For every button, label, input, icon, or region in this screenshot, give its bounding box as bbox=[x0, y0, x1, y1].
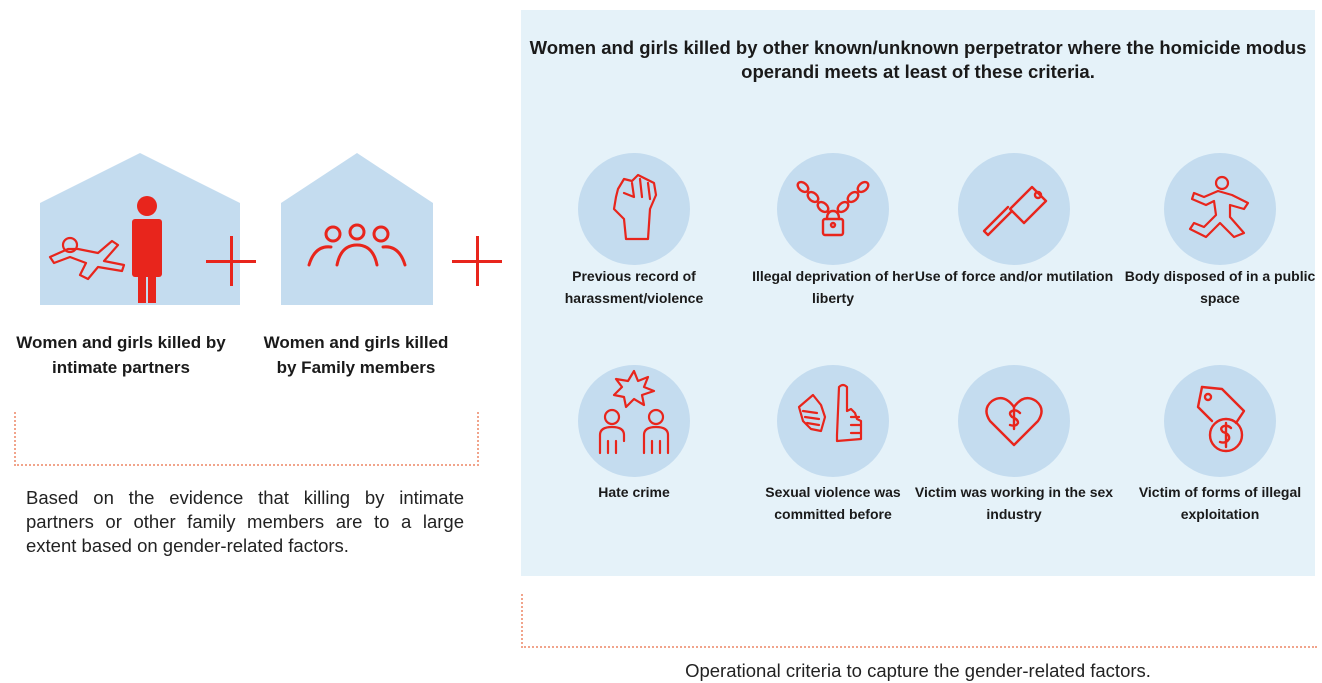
bracket-right bbox=[521, 594, 1317, 648]
person-icon bbox=[132, 196, 162, 303]
criterion-sexual-violence: Sexual violence was committed before bbox=[733, 365, 933, 525]
bracket-left bbox=[14, 412, 479, 466]
body-outline-icon bbox=[1188, 175, 1250, 239]
footer-caption: Operational criteria to capture the gend… bbox=[685, 660, 1151, 681]
evidence-note: Based on the evidence that killing by in… bbox=[26, 487, 464, 556]
house-label-intimate-partners: Women and girls killed by intimate partn… bbox=[16, 333, 226, 377]
family-group-icon bbox=[307, 223, 407, 267]
heart-dollar-icon bbox=[985, 396, 1043, 447]
criterion-label: Illegal deprivation of her liberty bbox=[752, 268, 914, 306]
criterion-label: Victim of forms of illegal exploitation bbox=[1138, 484, 1302, 522]
fist-icon bbox=[612, 173, 658, 241]
criterion-sex-industry: Victim was working in the sex industry bbox=[914, 365, 1114, 525]
plus-icon bbox=[452, 236, 502, 286]
criterion-body-disposed: Body disposed of in a public space bbox=[1120, 153, 1320, 309]
house-family-members bbox=[281, 153, 433, 305]
criterion-label: Sexual violence was committed before bbox=[765, 484, 901, 522]
house-intimate-partners bbox=[40, 153, 240, 305]
criterion-hate-crime: Hate crime bbox=[534, 365, 734, 503]
body-outline-icon bbox=[48, 236, 126, 281]
criterion-label: Use of force and/or mutilation bbox=[914, 268, 1114, 284]
conflict-people-icon bbox=[598, 369, 670, 455]
criterion-label: Body disposed of in a public space bbox=[1124, 268, 1316, 306]
criterion-illegal-deprivation: Illegal deprivation of her liberty bbox=[733, 153, 933, 309]
criterion-label: Previous record of harassment/violence bbox=[564, 268, 704, 306]
plus-icon bbox=[206, 236, 256, 286]
tag-dollar-icon bbox=[1196, 385, 1246, 453]
chain-lock-icon bbox=[796, 180, 870, 237]
criterion-previous-record: Previous record of harassment/violence bbox=[534, 153, 734, 309]
criterion-label: Hate crime bbox=[598, 484, 670, 500]
criterion-illegal-exploitation: Victim of forms of illegal exploitation bbox=[1120, 365, 1320, 525]
criteria-panel bbox=[521, 10, 1315, 576]
criterion-label: Victim was working in the sex industry bbox=[914, 484, 1114, 522]
criterion-use-of-force: Use of force and/or mutilation bbox=[914, 153, 1114, 287]
house-label-family-members: Women and girls killed by Family members bbox=[263, 333, 449, 377]
cleaver-icon bbox=[982, 185, 1048, 237]
stop-hand-icon bbox=[797, 383, 863, 443]
panel-title: Women and girls killed by other known/un… bbox=[529, 37, 1307, 82]
